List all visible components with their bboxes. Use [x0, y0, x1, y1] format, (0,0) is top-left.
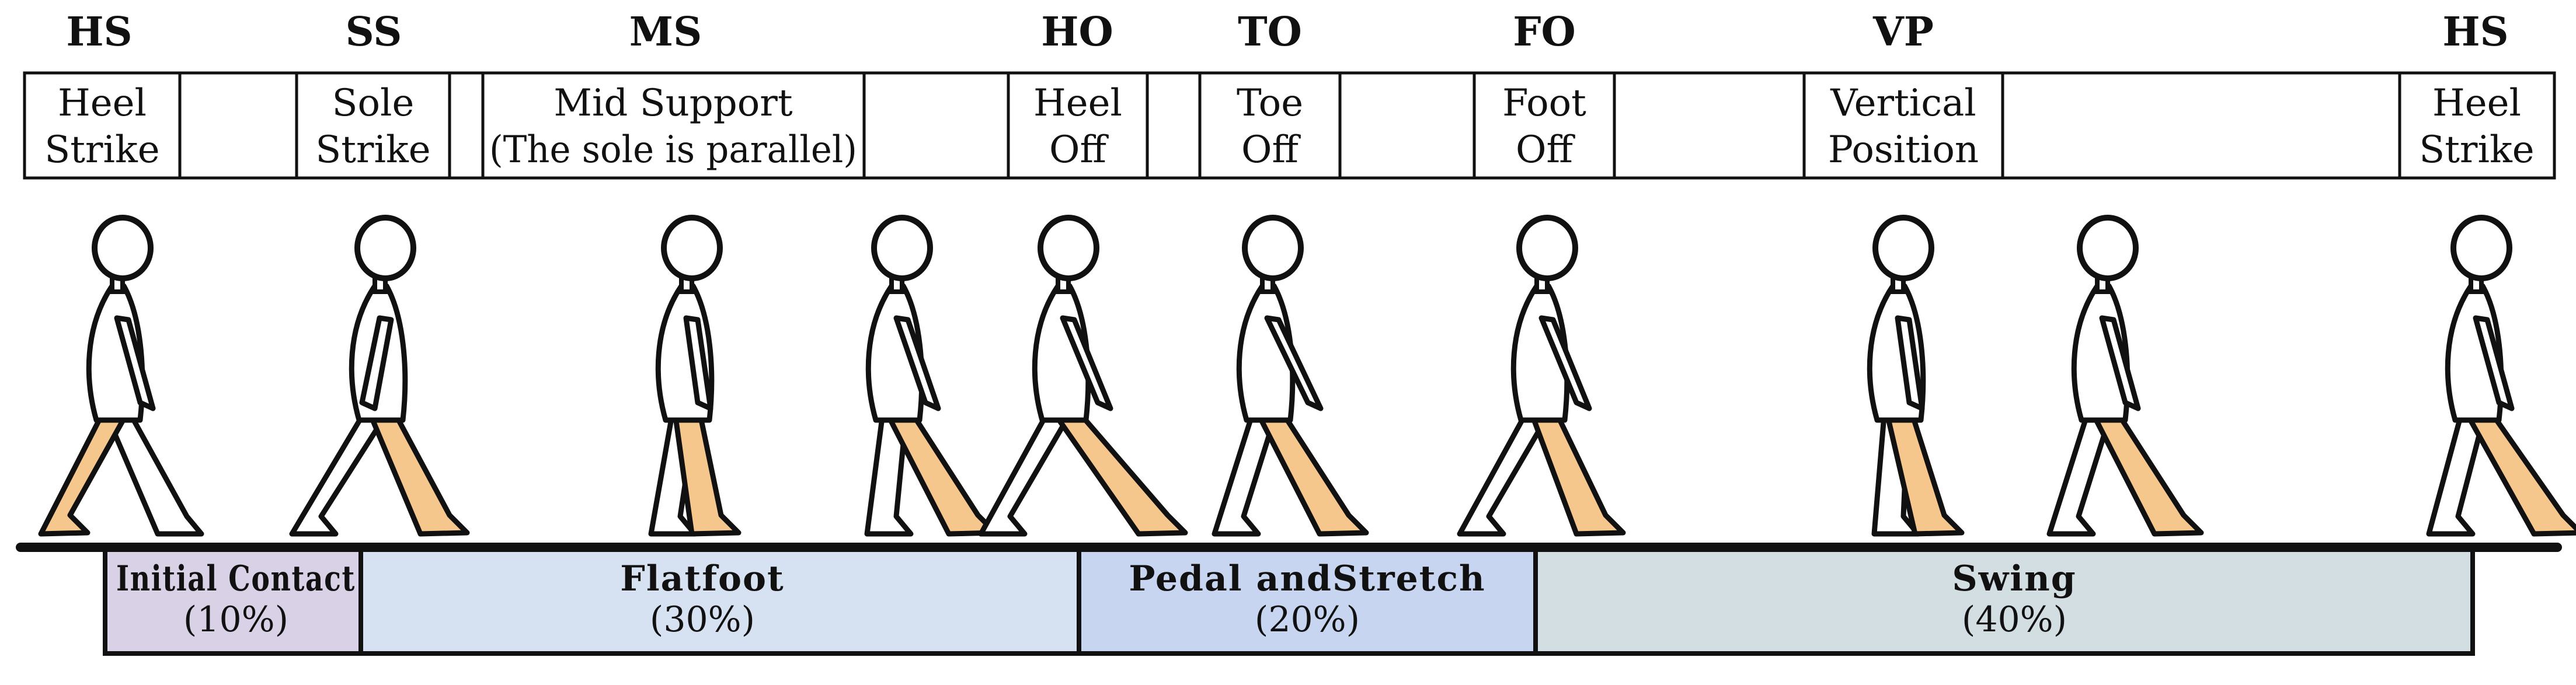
arm [683, 315, 713, 411]
event-cell-vp-line1: Vertical [1830, 82, 1976, 125]
event-cell-ho-line1: Heel [1033, 82, 1122, 125]
highlighted-leg [671, 406, 742, 537]
phase-swing-percent: (40%) [1962, 599, 2067, 640]
event-table: Heel Strike Sole Strike Mid Support (The… [23, 71, 2556, 180]
head [354, 215, 416, 281]
event-cell-ho-line2: Off [1049, 128, 1109, 172]
event-table-dividers [178, 73, 2401, 178]
head [871, 215, 933, 281]
event-cell-hs-end-line2: Strike [2419, 128, 2534, 172]
arm [114, 315, 156, 411]
event-abbr-vp: VP [1872, 9, 1934, 55]
event-abbr-ss: SS [346, 9, 402, 55]
back-leg [978, 406, 1076, 537]
event-abbr-hs: HS [66, 9, 132, 55]
walking-figure [38, 215, 204, 537]
head [661, 215, 723, 281]
arm [1264, 315, 1324, 411]
event-cell-fo-line1: Foot [1502, 82, 1586, 125]
walking-figure [1212, 215, 1369, 537]
event-cell-fo-line2: Off [1516, 128, 1575, 172]
arm [1895, 315, 1925, 411]
highlighted-leg [1527, 406, 1626, 537]
event-abbreviations: HS SS MS HO TO FO VP HS [66, 9, 2508, 55]
event-cell-ms-line1: Mid Support [554, 82, 792, 125]
event-abbr-hs-end: HS [2442, 9, 2508, 55]
head [92, 215, 154, 281]
event-cell-ss-line2: Strike [315, 128, 430, 172]
walking-figure [2426, 215, 2576, 537]
phase-flatfoot-label: Flatfoot [620, 558, 785, 599]
head [2077, 215, 2139, 281]
event-table-border [23, 71, 2556, 180]
event-cell-to-line1: Toe [1237, 82, 1303, 125]
arm [1538, 315, 1592, 411]
highlighted-leg [365, 406, 470, 537]
phase-bar: Initial Contact (10%) Flatfoot (30%) Ped… [103, 547, 2475, 656]
event-cell-hs-line2: Strike [44, 128, 159, 172]
event-cell-hs-line1: Heel [58, 82, 147, 125]
head [2450, 215, 2512, 281]
event-cell-to-line2: Off [1241, 128, 1301, 172]
arm [893, 315, 941, 411]
phase-pedal-and-stretch-label: Pedal andStretch [1129, 558, 1485, 599]
event-cell-vp-line2: Position [1828, 128, 1979, 172]
phase-swing [1533, 547, 2475, 656]
head [1242, 215, 1304, 281]
arm [2473, 315, 2515, 411]
event-cell-hs-end-line1: Heel [2432, 82, 2521, 125]
phase-pedal-and-stretch-percent: (20%) [1255, 599, 1360, 640]
head [1516, 215, 1578, 281]
walking-figure [289, 215, 470, 537]
walking-figure [2046, 215, 2204, 537]
event-abbr-ho: HO [1041, 9, 1113, 55]
event-abbr-ms: MS [629, 9, 702, 55]
arm [1060, 315, 1113, 411]
walking-figure [978, 215, 1188, 537]
arm [2099, 315, 2141, 411]
arm [359, 315, 394, 411]
event-cell-ss-line1: Sole [332, 82, 415, 125]
phase-initial-contact-label: Initial Contact [116, 558, 356, 599]
head [1038, 215, 1099, 281]
highlighted-leg [1252, 406, 1369, 537]
event-abbr-fo: FO [1513, 9, 1576, 55]
walking-figure [648, 215, 742, 537]
phase-flatfoot-percent: (30%) [650, 599, 755, 640]
walking-figure [1867, 215, 1965, 537]
event-cell-ms-line2: (The sole is parallel) [489, 128, 857, 172]
walking-figure [864, 215, 998, 537]
event-abbr-to: TO [1238, 9, 1302, 55]
phase-initial-contact-percent: (10%) [183, 599, 288, 640]
phase-swing-label: Swing [1952, 558, 2076, 599]
phase-flatfoot [358, 547, 1081, 656]
event-cell-texts: Heel Strike Sole Strike Mid Support (The… [44, 82, 2534, 172]
highlighted-leg [2461, 406, 2576, 537]
highlighted-leg [38, 406, 133, 537]
head [1872, 215, 1934, 281]
highlighted-leg [1048, 406, 1188, 537]
walking-figure [1457, 215, 1626, 537]
highlighted-leg [2087, 406, 2204, 537]
walking-figures [38, 215, 2576, 537]
